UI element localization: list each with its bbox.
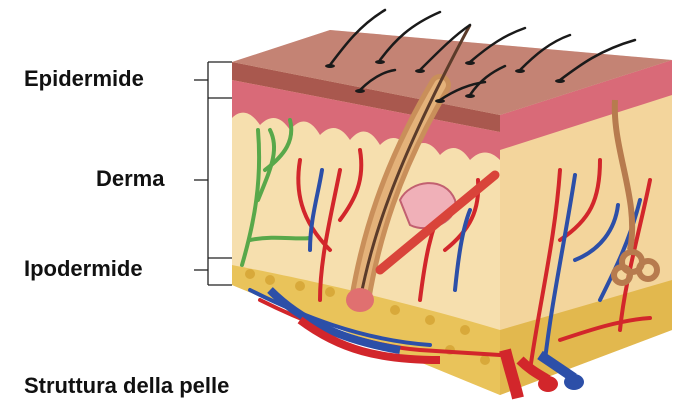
sebaceous-gland	[400, 183, 456, 228]
label-dermis: Derma	[96, 166, 164, 192]
hair-bulb	[346, 288, 374, 312]
label-epidermis: Epidermide	[24, 66, 144, 92]
label-hypodermis: Ipodermide	[24, 256, 143, 282]
skin-block-side-face	[500, 60, 672, 395]
figure-caption: Struttura della pelle	[24, 373, 229, 399]
label-brackets	[194, 62, 232, 285]
